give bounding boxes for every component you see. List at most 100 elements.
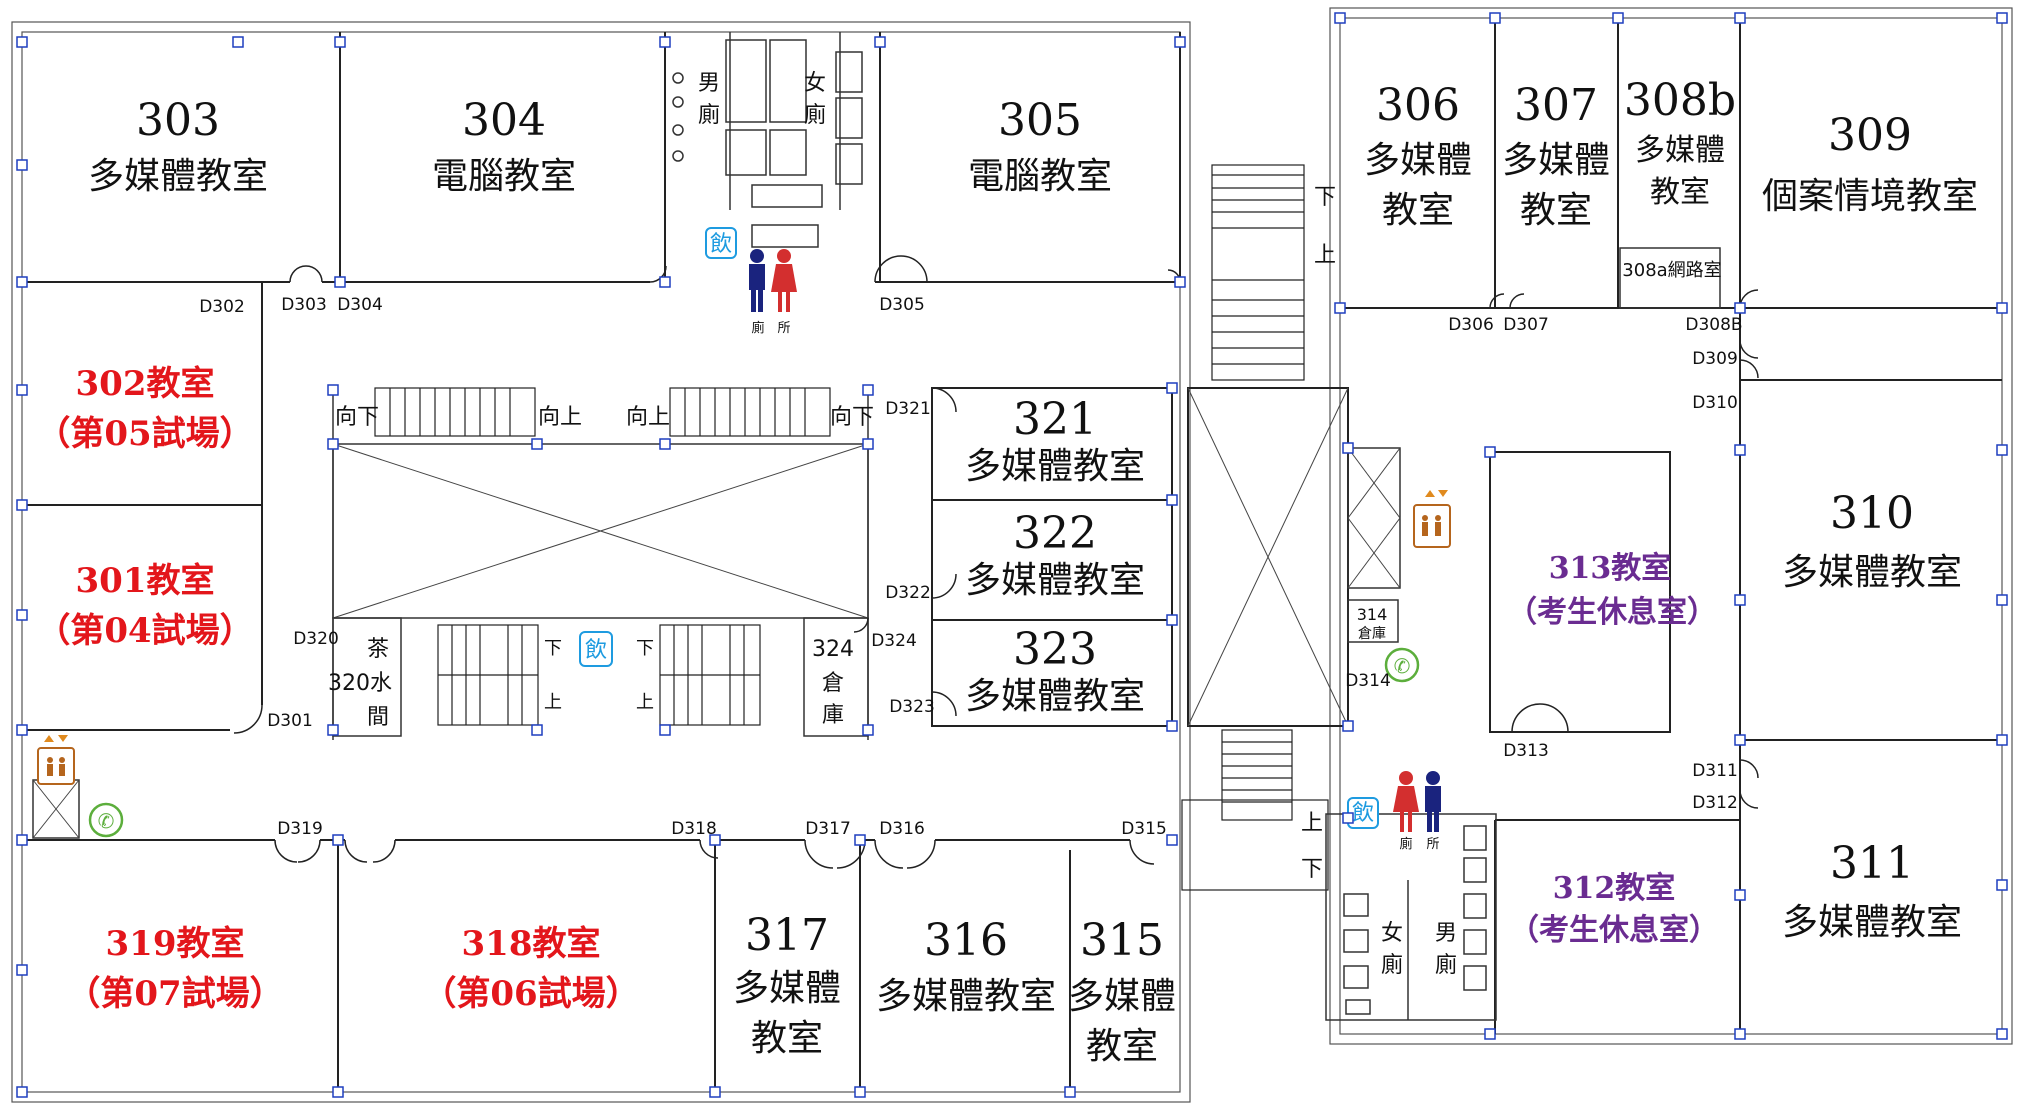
women-icon — [771, 249, 797, 312]
phone-icon-east: ✆ — [1384, 647, 1420, 683]
room-317-name1: 多媒體 — [733, 968, 841, 1009]
door-label-d315: D315 — [1121, 819, 1167, 839]
connector-south-down: 下 — [1301, 857, 1323, 882]
columns — [16, 12, 2008, 1098]
room-308a: 308a網路室 — [1622, 260, 1721, 281]
women-icon — [1393, 771, 1419, 832]
north-sign-char1: 廁 — [751, 320, 764, 336]
room-303: 303 多媒體教室 — [88, 95, 268, 197]
room-314-line1: 314 — [1357, 605, 1388, 624]
room-322: 322 多媒體教室 — [965, 508, 1145, 601]
door-label-d316: D316 — [879, 819, 925, 839]
door-label-d307: D307 — [1503, 315, 1549, 335]
door-label-d306: D306 — [1448, 315, 1494, 335]
elevator-icon-west — [37, 735, 75, 785]
south-men-char2: 廁 — [1435, 953, 1457, 978]
north-restroom: 男 廁 女 廁 — [672, 32, 863, 248]
men-icon — [1425, 771, 1441, 832]
west-elevator-shaft — [32, 779, 80, 839]
water-dispenser-atrium: 飲 — [579, 631, 613, 667]
room-302-line1: 302教室 — [76, 364, 215, 404]
room-321: 321 多媒體教室 — [965, 394, 1145, 487]
room-319: 319教室 （第07試場） — [66, 924, 283, 1014]
room-324: 324 倉 庫 — [803, 617, 869, 737]
north-west-walls — [22, 32, 1181, 283]
room-318: 318教室 （第06試場） — [422, 924, 639, 1014]
door-label-d318: D318 — [671, 819, 717, 839]
room-312-line2: （考生休息室） — [1509, 913, 1719, 948]
room-310-number: 310 — [1830, 488, 1914, 539]
door-label-d324: D324 — [871, 631, 917, 651]
room-319-line2: （第07試場） — [66, 974, 283, 1014]
room-317: 317 多媒體 教室 — [733, 910, 841, 1059]
south-men-char1: 男 — [1435, 921, 1457, 946]
room-309: 309 個案情境教室 — [1762, 110, 1978, 217]
room-309-number: 309 — [1828, 110, 1912, 161]
west-rooms — [22, 282, 263, 731]
stair-label-up-1: 上 — [544, 692, 562, 713]
room-307: 307 多媒體 教室 — [1502, 80, 1610, 231]
room-311-number: 311 — [1830, 838, 1914, 889]
door-label-d321: D321 — [885, 399, 931, 419]
room-305-number: 305 — [998, 95, 1082, 146]
room-321-name: 多媒體教室 — [965, 446, 1145, 487]
door-label-d302: D302 — [199, 297, 245, 317]
stair-label-down-left: 向下 — [335, 405, 379, 430]
elevator-icon-east — [1413, 490, 1451, 548]
room-318-line1: 318教室 — [462, 924, 601, 964]
south-walls — [22, 839, 1130, 1092]
door-label-d323: D323 — [889, 697, 935, 717]
south-restroom: 女 廁 男 廁 — [1325, 813, 1497, 1021]
svg-text:✆: ✆ — [1394, 654, 1411, 678]
door-label-d305: D305 — [879, 295, 925, 315]
door-label-d312: D312 — [1692, 793, 1738, 813]
room-316: 316 多媒體教室 — [876, 915, 1056, 1017]
room-313: 313教室 （考生休息室） — [1489, 451, 1717, 733]
water-icon: 飲 — [1352, 801, 1374, 826]
stair-label-up-right: 向上 — [626, 405, 670, 430]
room-308b: 308b 多媒體 教室 — [1624, 75, 1736, 210]
room-307-name1: 多媒體 — [1502, 140, 1610, 181]
south-women-char2: 廁 — [1381, 953, 1403, 978]
water-icon: 飲 — [585, 638, 607, 663]
room-305-name: 電腦教室 — [968, 156, 1112, 197]
phone-icon-west: ✆ — [88, 802, 124, 838]
room-315: 315 多媒體 教室 — [1068, 915, 1176, 1067]
door-labels: D302 D303 D304 D305 D306 D307 D308B D309… — [199, 295, 1742, 839]
door-label-d304: D304 — [337, 295, 383, 315]
room-323-number: 323 — [1013, 624, 1097, 675]
connector-north-up: 上 — [1314, 243, 1336, 268]
room-303-name: 多媒體教室 — [88, 156, 268, 197]
room-304-number: 304 — [462, 95, 546, 146]
room-314-line2: 倉庫 — [1358, 625, 1386, 642]
room-321-number: 321 — [1013, 394, 1097, 445]
room-305: 305 電腦教室 — [968, 95, 1112, 197]
room-320-line1: 茶 — [367, 637, 389, 662]
room-313-line1: 313教室 — [1549, 551, 1672, 586]
room-315-name1: 多媒體 — [1068, 976, 1176, 1017]
room-308a-label: 308a網路室 — [1622, 260, 1721, 281]
door-label-d319: D319 — [277, 819, 323, 839]
connector-stairs-north: 下 上 — [1211, 164, 1336, 381]
room-322-name: 多媒體教室 — [965, 560, 1145, 601]
north-toilet-sign: 廁 所 — [749, 249, 797, 336]
room-310-name: 多媒體教室 — [1782, 552, 1962, 593]
room-320: 茶 320水 間 — [328, 617, 402, 737]
door-label-d313: D313 — [1503, 741, 1549, 761]
room-317-name2: 教室 — [751, 1018, 823, 1059]
door-label-d311: D311 — [1692, 761, 1738, 781]
south-women-char1: 女 — [1381, 921, 1403, 946]
connector-lightwell — [1187, 387, 1349, 727]
room-320-line3: 間 — [367, 705, 389, 730]
room-315-number: 315 — [1080, 915, 1164, 966]
room-302-line2: （第05試場） — [36, 414, 253, 454]
room-301-line1: 301教室 — [76, 561, 215, 601]
door-label-d309: D309 — [1692, 349, 1738, 369]
building-outline-west — [11, 21, 1191, 1103]
stair-label-down-2: 下 — [636, 638, 654, 659]
room-312: 312教室 （考生休息室） — [1509, 871, 1719, 948]
room-316-name: 多媒體教室 — [876, 976, 1056, 1017]
room-318-line2: （第06試場） — [422, 974, 639, 1014]
room-308b-name1: 多媒體 — [1635, 133, 1725, 168]
room-323: 323 多媒體教室 — [965, 624, 1145, 717]
